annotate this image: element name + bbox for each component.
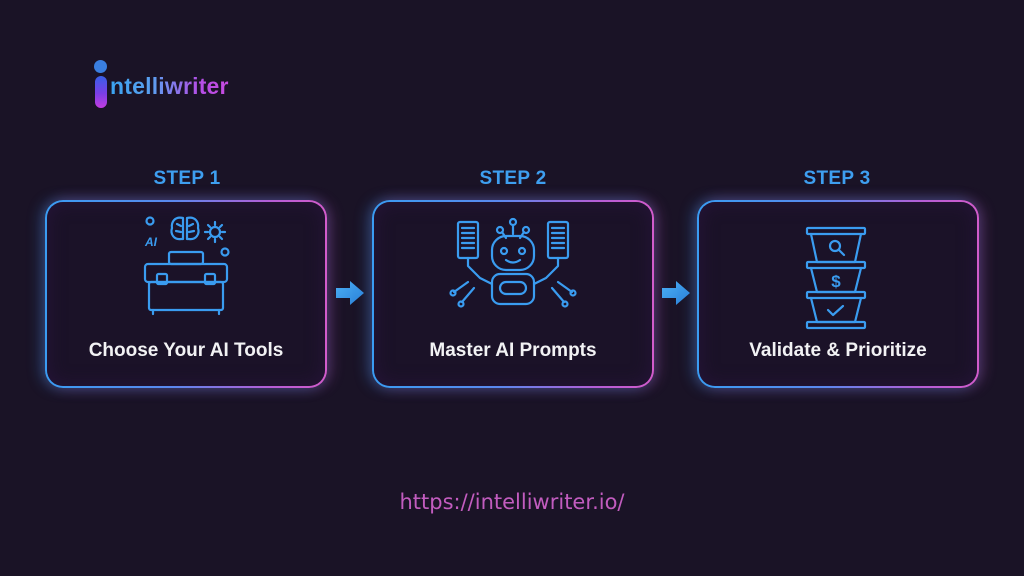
step-1-label: STEP 1: [153, 168, 221, 189]
robot-with-documents-icon: [449, 217, 577, 308]
brand-name: ntelliwriter: [110, 73, 229, 99]
step-2-label: STEP 2: [479, 168, 547, 189]
step-1-title: Choose Your AI Tools: [88, 340, 284, 361]
step-2-title: Master AI Prompts: [429, 340, 597, 361]
svg-text:$: $: [831, 272, 841, 291]
step-3-label: STEP 3: [803, 168, 871, 189]
logo-i-mark: [94, 60, 108, 108]
arrow-right-icon: [662, 281, 690, 305]
step-2-card: Master AI Prompts: [372, 200, 654, 388]
brand-logo: ntelliwriter: [94, 58, 229, 108]
stacked-trays-icon: $: [805, 226, 867, 330]
step-3-card: $ Validate & Prioritize: [697, 200, 979, 388]
arrow-right-icon: [336, 281, 364, 305]
step-3-title: Validate & Prioritize: [749, 340, 927, 361]
search-icon: [828, 239, 842, 253]
step-1-card: AI Choose Your AI Tools: [45, 200, 327, 388]
svg-text:AI: AI: [144, 235, 158, 249]
website-url[interactable]: https://intelliwriter.io/: [399, 490, 625, 514]
ai-toolbox-icon: AI: [143, 216, 230, 316]
